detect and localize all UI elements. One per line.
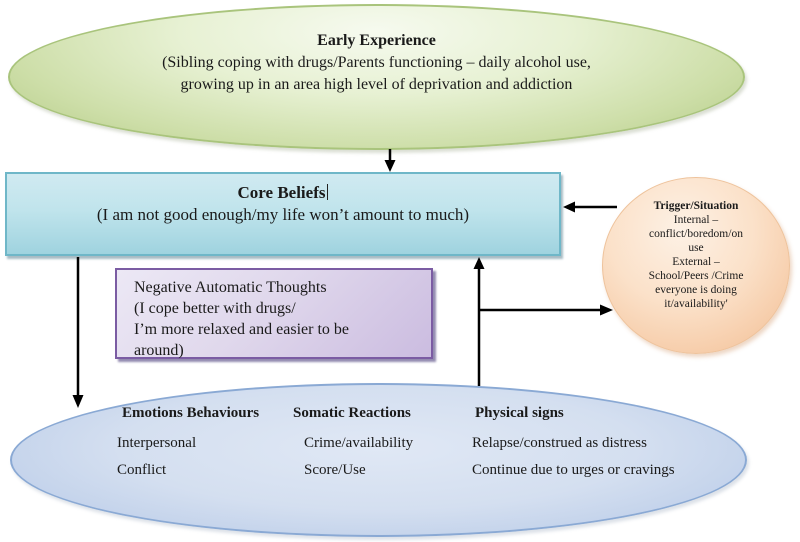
trigger-line: it/availability' (664, 298, 728, 310)
core-beliefs-title-row: Core Beliefs (7, 182, 559, 204)
column-item: Crime/availability (304, 435, 414, 451)
column-item: Score/Use (304, 462, 366, 478)
early-experience-line: (Sibling coping with drugs/Parents funct… (162, 54, 591, 71)
column-header: Emotions Behaviours (122, 405, 260, 421)
trigger-line: use (688, 242, 704, 254)
core-beliefs-body: (I am not good enough/my life won’t amou… (96, 205, 470, 224)
core-beliefs-title: Core Beliefs (237, 183, 326, 202)
trigger-line: Internal – (673, 214, 719, 226)
column-item: Continue due to urges or cravings (472, 462, 675, 478)
trigger-line: everyone is doing (655, 284, 737, 296)
column-header: Somatic Reactions (293, 405, 411, 421)
trigger-line: conflict/boredom/on (649, 228, 743, 240)
negative-thoughts-node[interactable]: Negative Automatic Thoughts (I cope bett… (115, 268, 433, 359)
negative-thoughts-line: around) (134, 342, 184, 359)
trigger-situation-node[interactable]: Trigger/Situation Internal – conflict/bo… (602, 177, 790, 354)
trigger-line: External – (672, 256, 720, 268)
outcomes-column-somatic: Somatic Reactions Crime/availability Sco… (293, 405, 413, 489)
early-experience-title: Early Experience (317, 32, 436, 49)
column-item: Conflict (117, 462, 167, 478)
trigger-line: School/Peers /Crime (648, 270, 744, 282)
text-cursor (327, 184, 329, 200)
core-beliefs-node[interactable]: Core Beliefs (I am not good enough/my li… (5, 172, 561, 256)
negative-thoughts-line: I’m more relaxed and easier to be (134, 321, 350, 338)
outcomes-column-emotions: Emotions Behaviours Interpersonal Confli… (117, 405, 259, 489)
early-experience-line: growing up in an area high level of depr… (180, 76, 573, 93)
arrow-outcomes-to-core (473, 257, 485, 386)
arrow-core-to-outcomes (72, 257, 84, 408)
negative-thoughts-line: (I cope better with drugs/ (134, 300, 296, 317)
trigger-title: Trigger/Situation (653, 200, 739, 212)
outcomes-column-physical: Physical signs Relapse/construed as dist… (472, 405, 675, 489)
column-item: Relapse/construed as distress (472, 435, 647, 451)
arrow-early-to-core (384, 149, 396, 172)
column-item: Interpersonal (117, 435, 197, 451)
arrow-outcomes-to-trigger (479, 304, 613, 316)
column-header: Physical signs (475, 405, 564, 421)
negative-thoughts-line: Negative Automatic Thoughts (134, 279, 327, 296)
outcomes-node[interactable] (10, 383, 747, 537)
early-experience-node[interactable]: Early Experience (Sibling coping with dr… (8, 4, 745, 150)
